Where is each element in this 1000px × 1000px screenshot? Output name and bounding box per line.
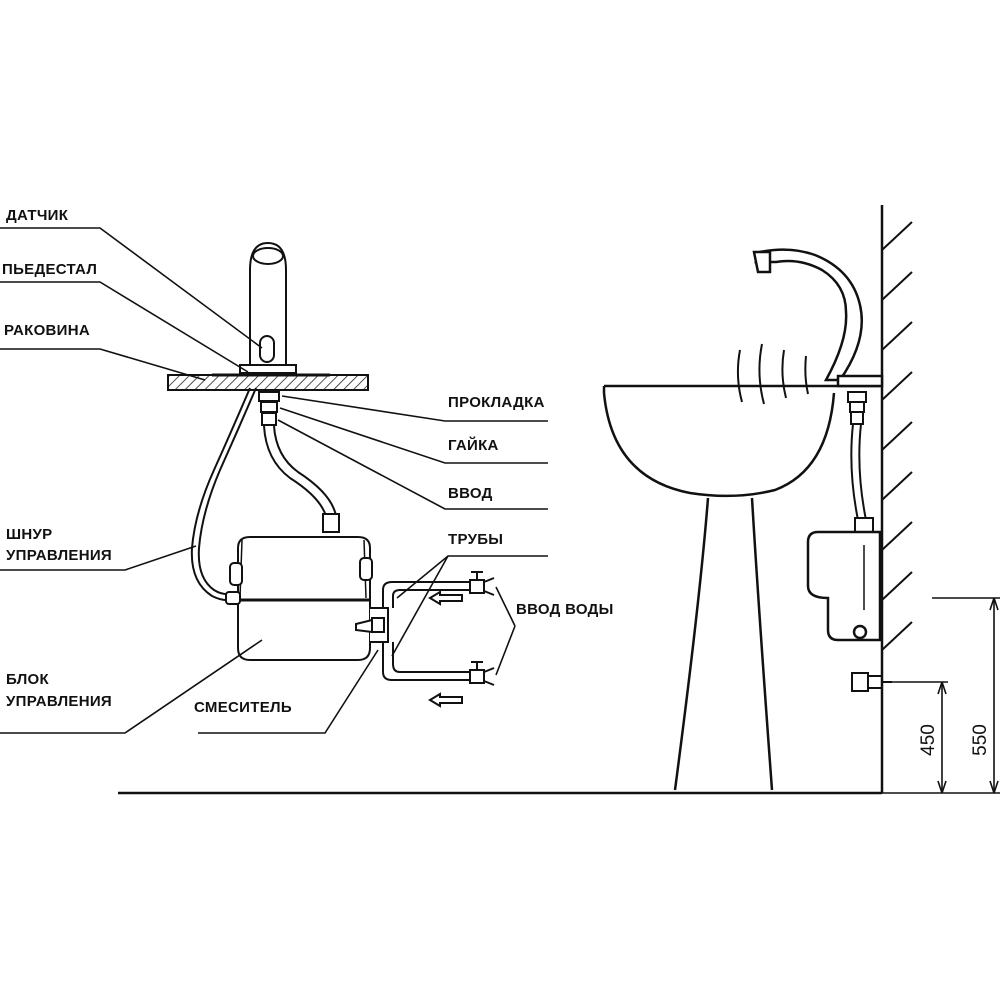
mount-nut <box>258 391 280 426</box>
label-nut: ГАЙКА <box>448 437 499 454</box>
installed-faucet <box>752 248 884 388</box>
sensor-window <box>259 335 275 363</box>
sink-slab <box>167 373 369 391</box>
dimension-450: 450 <box>918 724 939 756</box>
label-control-unit-line1: БЛОК <box>6 671 49 688</box>
label-mixer: СМЕСИТЕЛЬ <box>194 699 292 716</box>
basin-pedestal <box>673 497 774 791</box>
control-unit <box>225 536 373 661</box>
installed-valve <box>851 672 892 692</box>
label-sensor: ДАТЧИК <box>6 207 69 224</box>
wall <box>880 205 913 793</box>
label-water-inlet: ВВОД ВОДЫ <box>516 601 614 618</box>
basin <box>602 384 880 498</box>
water-pipes <box>382 581 482 681</box>
label-inlet: ВВОД <box>448 485 493 502</box>
mixer-valve <box>355 607 389 643</box>
inlet-hose <box>263 425 340 533</box>
faucet-body <box>239 241 297 374</box>
dimension-lines <box>882 597 1000 794</box>
dimension-550: 550 <box>970 724 991 756</box>
installed-connection <box>847 391 874 533</box>
label-pipes: ТРУБЫ <box>448 531 504 548</box>
leader-lines <box>0 227 548 734</box>
control-cord <box>190 387 257 602</box>
label-control-cord-line2: УПРАВЛЕНИЯ <box>6 547 113 564</box>
label-gasket: ПРОКЛАДКА <box>448 394 545 411</box>
sensor-waves <box>736 343 809 405</box>
label-pedestal: ПЬЕДЕСТАЛ <box>2 261 98 278</box>
label-control-cord-line1: ШНУР <box>6 526 53 543</box>
shutoff-valves <box>469 571 495 686</box>
label-control-unit-line2: УПРАВЛЕНИЯ <box>6 693 113 710</box>
installed-control-unit <box>806 530 882 642</box>
water-inlet-arrows <box>428 590 463 708</box>
label-sink: РАКОВИНА <box>4 322 91 339</box>
